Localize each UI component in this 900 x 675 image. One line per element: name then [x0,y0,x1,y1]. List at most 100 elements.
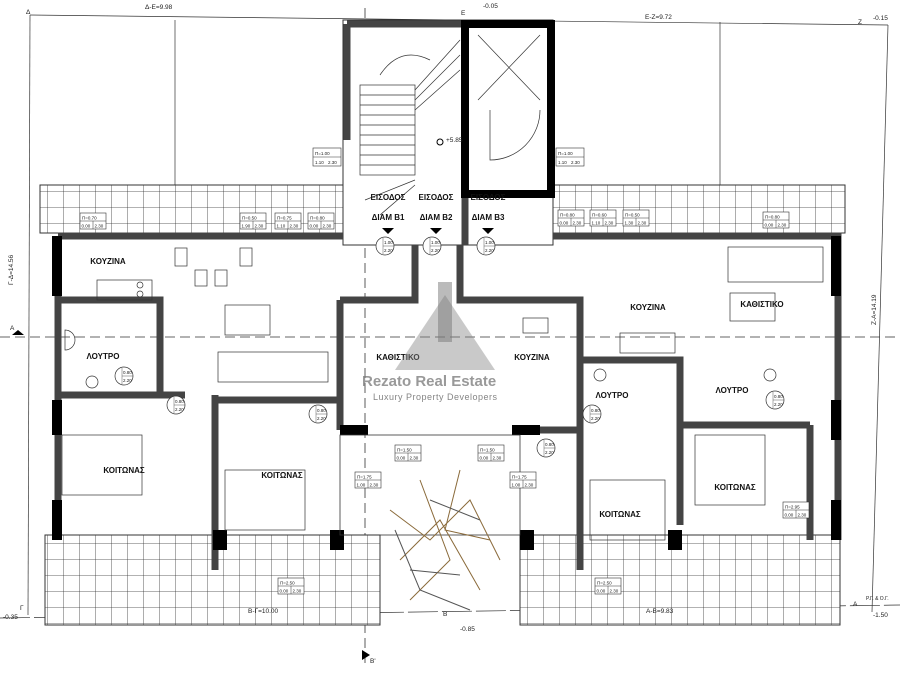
svg-text:Π=2.95: Π=2.95 [785,505,800,510]
svg-text:2.20: 2.20 [123,378,132,383]
svg-text:Γ-Δ=14.56: Γ-Δ=14.56 [8,254,15,285]
svg-text:Π=0.75: Π=0.75 [277,216,292,221]
svg-text:Luxury Property Developers: Luxury Property Developers [373,392,498,402]
svg-text:0.80: 0.80 [317,408,326,413]
svg-text:0.00: 0.00 [397,456,406,461]
svg-text:1.00: 1.00 [512,483,521,488]
svg-text:Β: Β [443,611,447,618]
svg-text:Π=2.50: Π=2.50 [597,581,612,586]
svg-text:1.10: 1.10 [558,160,567,165]
svg-text:2.30: 2.30 [323,224,332,229]
room-kitchen-left: ΚΟΥΖΙΝΑ [90,257,126,266]
svg-text:2.30: 2.30 [798,513,807,518]
svg-text:Π=1.75: Π=1.75 [357,475,372,480]
svg-text:-0.35: -0.35 [3,614,18,621]
door-tag: 1.002.20 [375,236,395,256]
level-stair: +5.85 [446,137,463,144]
window-tag: Π=0.80 0.00 2.30 [557,209,585,227]
svg-text:0.80: 0.80 [545,442,554,447]
svg-text:2.30: 2.30 [410,456,419,461]
room-bedroom-right: ΚΟΙΤΩΝΑΣ [714,483,756,492]
svg-text:Π=1.50: Π=1.50 [397,448,412,453]
svg-text:2.20: 2.20 [317,416,326,421]
window-tag: Π=2.95 0.00 2.30 [782,501,810,519]
svg-text:ΔΙΑΜ Β1: ΔΙΑΜ Β1 [372,213,405,222]
svg-text:0.00: 0.00 [310,224,319,229]
room-labels: ΚΟΥΖΙΝΑ ΚΟΥΖΙΝΑ ΚΟΥΖΙΝΑ ΚΑΘΙΣΤΙΚΟ ΚΑΘΙΣΤ… [87,257,784,519]
door-tag: 0.802.20 [114,366,134,386]
room-living-center: ΚΑΘΙΣΤΙΚΟ [376,353,419,362]
door-tag: 0.802.20 [536,438,556,458]
staircase [359,39,461,216]
svg-text:1.30: 1.30 [625,221,634,226]
svg-text:Π=1.00: Π=1.00 [558,151,573,156]
svg-text:ΔΙΑΜ Β2: ΔΙΑΜ Β2 [420,213,453,222]
svg-text:Ρ.Γ. & Ο.Γ.: Ρ.Γ. & Ο.Γ. [866,596,889,602]
svg-text:0.00: 0.00 [785,513,794,518]
room-bedroom-center-left: ΚΟΙΤΩΝΑΣ [261,471,303,480]
svg-text:0.00: 0.00 [280,589,289,594]
entrance-b1: ΕΙΣΟΔΟΣ ΔΙΑΜ Β1 [371,193,406,234]
svg-text:2.30: 2.30 [493,456,502,461]
svg-text:0.00: 0.00 [597,589,606,594]
svg-text:1.00: 1.00 [431,240,440,245]
svg-text:Π=0.80: Π=0.80 [310,216,325,221]
svg-text:2.20: 2.20 [485,248,494,253]
svg-text:Π=0.80: Π=0.80 [560,213,575,218]
svg-text:Ζ: Ζ [858,19,862,26]
room-bath-center: ΛΟΥΤΡΟ [596,391,629,400]
svg-text:Ε: Ε [461,10,466,17]
svg-text:2.20: 2.20 [431,248,440,253]
door-tag: 1.00 2.20 [422,236,442,256]
svg-text:2.30: 2.30 [370,483,379,488]
watermark-logo: Rezato Real Estate Luxury Property Devel… [362,282,498,402]
svg-text:ΕΙΣΟΔΟΣ: ΕΙΣΟΔΟΣ [371,193,406,202]
room-kitchen-right: ΚΟΥΖΙΝΑ [630,303,666,312]
door-tag: 0.80 2.20 [308,404,328,424]
svg-text:Π=0.80: Π=0.80 [765,215,780,220]
svg-text:Π=1.50: Π=1.50 [480,448,495,453]
door-tags: 1.002.201.002.201.002.200.802.200.802.20… [114,236,785,458]
svg-text:Α: Α [853,601,858,608]
door-tag: 0.802.20 [582,404,602,424]
svg-text:1.10: 1.10 [315,160,324,165]
svg-text:-0.15: -0.15 [873,15,888,22]
svg-text:Π=2.50: Π=2.50 [280,581,295,586]
room-bath-right: ΛΟΥΤΡΟ [716,386,749,395]
window-tag: Π=2.50 0.00 2.30 [594,577,622,595]
svg-text:Δ-Ε=9.98: Δ-Ε=9.98 [145,4,173,11]
svg-text:2.20: 2.20 [175,407,184,412]
svg-text:2.30: 2.30 [610,589,619,594]
svg-text:0.00: 0.00 [560,221,569,226]
svg-text:Π=0.50: Π=0.50 [242,216,257,221]
svg-text:Α-Β=9.83: Α-Β=9.83 [646,608,674,615]
window-tag: Π=1.50 0.00 2.30 [394,444,422,462]
svg-text:2.20: 2.20 [384,248,393,253]
svg-text:Π=0.60: Π=0.60 [592,213,607,218]
svg-text:2.30: 2.30 [573,221,582,226]
svg-text:2.30: 2.30 [328,160,337,165]
svg-text:Β-Γ=10.00: Β-Γ=10.00 [248,608,279,615]
room-kitchen-center: ΚΟΥΖΙΝΑ [514,353,550,362]
svg-text:2.30: 2.30 [778,223,787,228]
svg-text:2.30: 2.30 [525,483,534,488]
svg-text:2.20: 2.20 [774,402,783,407]
svg-text:2.30: 2.30 [571,160,580,165]
svg-text:ΔΙΑΜ Β3: ΔΙΑΜ Β3 [472,213,505,222]
door-tag: 0.80 2.20 [166,395,186,415]
svg-text:0.80: 0.80 [175,399,184,404]
svg-text:Rezato Real Estate: Rezato Real Estate [362,373,496,390]
courtyard-plant [389,469,501,611]
